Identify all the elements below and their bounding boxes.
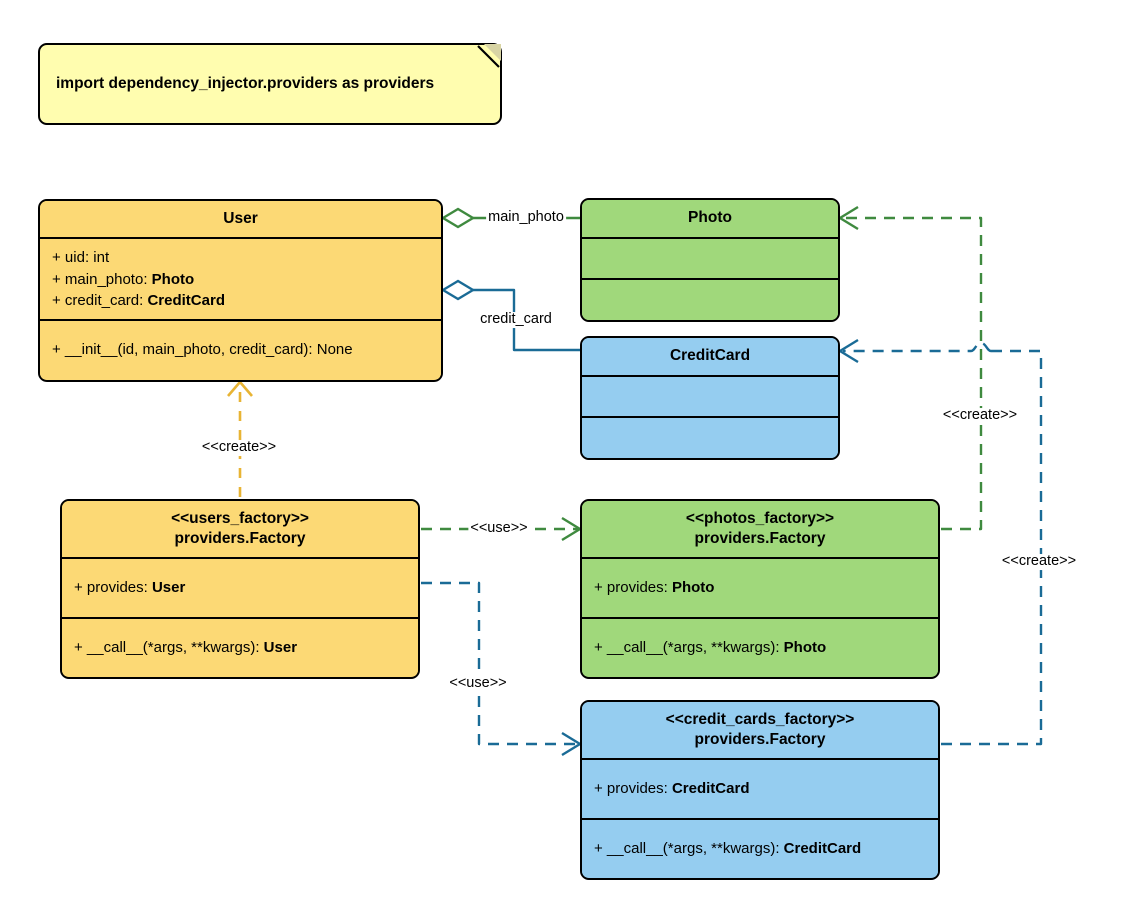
class-box-photo[interactable]: Photo (580, 198, 840, 322)
edge-label-text: <<create>> (942, 407, 1018, 424)
class-name-user: User (223, 209, 258, 227)
attribute-type: CreditCard (671, 780, 750, 798)
edge-label-photos-factory-create: <<create>> (940, 407, 1020, 424)
class-methods-photo (582, 280, 838, 320)
method-row: + __call__(*args, **kwargs): Photo (582, 638, 938, 658)
attribute-row: + provides: CreditCard (582, 779, 938, 799)
method-type: Photo (783, 638, 827, 656)
attribute-prefix: + credit_card: (52, 292, 148, 309)
note-fold-line-icon (477, 45, 500, 68)
class-attributes-photos-factory: + provides: Photo (582, 559, 938, 619)
attribute-type: Photo (151, 270, 195, 288)
class-methods-user: + __init__(id, main_photo, credit_card):… (40, 321, 441, 379)
edge-label-text: <<use>> (470, 520, 528, 537)
attribute-row: + provides: User (62, 578, 418, 598)
class-attributes-credit-cards-factory: + provides: CreditCard (582, 760, 938, 820)
method-prefix: + __init__(id, main_photo, credit_card): (52, 341, 317, 359)
edge-label-users-factory-create: <<create>> (199, 439, 279, 456)
class-box-photos-factory[interactable]: <<photos_factory>> providers.Factory + p… (580, 499, 940, 679)
method-row: + __call__(*args, **kwargs): CreditCard (582, 839, 938, 859)
edge-photos-factory-create-photo (837, 205, 983, 531)
edge-label-text: <<create>> (201, 439, 277, 456)
attribute-row: + main_photo: Photo (40, 269, 441, 291)
attribute-prefix: + provides: (74, 579, 152, 597)
class-name-users-factory: providers.Factory (174, 530, 306, 547)
method-prefix: + __call__(*args, **kwargs): (74, 638, 264, 656)
class-box-users-factory[interactable]: <<users_factory>> providers.Factory + pr… (60, 499, 420, 679)
class-methods-credit-cards-factory: + __call__(*args, **kwargs): CreditCard (582, 820, 938, 877)
class-stereotype-users-factory: <<users_factory>> (171, 509, 309, 527)
class-attributes-users-factory: + provides: User (62, 559, 418, 619)
class-methods-users-factory: + __call__(*args, **kwargs): User (62, 619, 418, 676)
class-name-photos-factory: providers.Factory (694, 530, 826, 547)
method-prefix: + __call__(*args, **kwargs): (594, 839, 784, 857)
edge-label-text: credit_card (480, 311, 552, 328)
edge-label-text: <<use>> (449, 675, 507, 692)
class-box-credit-card[interactable]: CreditCard (580, 336, 840, 460)
class-header-photos-factory: <<photos_factory>> providers.Factory (582, 501, 938, 559)
class-box-credit-cards-factory[interactable]: <<credit_cards_factory>> providers.Facto… (580, 700, 940, 880)
method-row: + __call__(*args, **kwargs): User (62, 638, 418, 658)
class-name-photo: Photo (688, 209, 732, 227)
class-header-photo: Photo (582, 200, 838, 239)
attribute-prefix: + provides: (594, 579, 672, 597)
edge-label-main-photo: main_photo (486, 209, 566, 226)
class-methods-credit-card (582, 418, 838, 458)
class-header-credit-card: CreditCard (582, 338, 838, 377)
class-attributes-user: + uid: int + main_photo: Photo + credit_… (40, 239, 441, 321)
class-name-credit-cards-factory: providers.Factory (694, 731, 826, 748)
import-note-text: import dependency_injector.providers as … (56, 75, 435, 92)
class-name-credit-card: CreditCard (669, 347, 751, 365)
class-box-user[interactable]: User + uid: int + main_photo: Photo + cr… (38, 199, 443, 382)
attribute-type: User (151, 579, 186, 597)
attribute-type: Photo (671, 579, 715, 597)
edge-label-credit-cards-factory-create: <<create>> (999, 553, 1079, 570)
class-methods-photos-factory: + __call__(*args, **kwargs): Photo (582, 619, 938, 676)
attribute-prefix: + provides: (594, 780, 672, 798)
class-stereotype-photos-factory: <<photos_factory>> (685, 509, 835, 527)
class-header-user: User (40, 201, 441, 239)
edge-label-credit-card: credit_card (478, 311, 554, 328)
attribute-type: int (93, 249, 110, 266)
class-header-users-factory: <<users_factory>> providers.Factory (62, 501, 418, 559)
attribute-row: + credit_card: CreditCard (40, 290, 441, 312)
edge-label-use-photos: <<use>> (468, 520, 530, 537)
attribute-type: CreditCard (147, 292, 225, 309)
import-note: import dependency_injector.providers as … (38, 43, 502, 125)
class-header-credit-cards-factory: <<credit_cards_factory>> providers.Facto… (582, 702, 938, 760)
method-prefix: + __call__(*args, **kwargs): (594, 638, 784, 656)
method-type: User (263, 638, 298, 656)
edge-label-use-credit-cards: <<use>> (447, 675, 509, 692)
method-type: CreditCard (783, 839, 862, 857)
edge-users-factory-use-credit-cards-factory (421, 581, 583, 757)
method-type: None (316, 341, 353, 359)
attribute-row: + provides: Photo (582, 578, 938, 598)
edge-label-text: main_photo (488, 209, 564, 226)
class-attributes-photo (582, 239, 838, 280)
class-attributes-credit-card (582, 377, 838, 418)
attribute-row: + uid: int (40, 247, 441, 269)
attribute-prefix: + uid: (52, 249, 94, 266)
class-stereotype-credit-cards-factory: <<credit_cards_factory>> (665, 710, 855, 728)
attribute-prefix: + main_photo: (52, 270, 152, 288)
edge-label-text: <<create>> (1001, 553, 1077, 570)
method-row: + __init__(id, main_photo, credit_card):… (40, 340, 441, 360)
